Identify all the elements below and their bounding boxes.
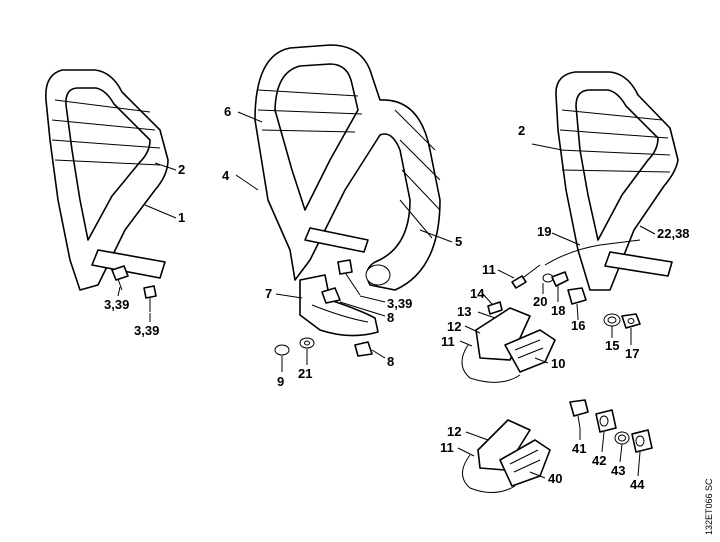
callout-3-39-c: 3,39: [387, 296, 412, 311]
switch-16: [567, 287, 587, 319]
callout-43: 43: [611, 463, 625, 478]
callout-9: 9: [277, 374, 284, 389]
leader-lines: [117, 111, 656, 479]
callout-1: 1: [178, 210, 185, 225]
parts-20-18: [542, 271, 569, 287]
bushing-44: [631, 429, 653, 453]
callout-8-b: 8: [387, 354, 394, 369]
callout-13: 13: [457, 304, 471, 319]
callout-22-38: 22,38: [657, 226, 690, 241]
bracket-7: [299, 274, 379, 337]
reference-code: 132ET066 SC: [704, 478, 714, 535]
ring-43: [614, 431, 630, 445]
washer-15: [603, 313, 621, 327]
cable-11-a: [511, 264, 541, 289]
nut-17: [621, 313, 641, 329]
callout-12-a: 12: [447, 319, 461, 334]
callout-41: 41: [572, 441, 586, 456]
screw-3-39-c: [337, 259, 361, 296]
bushing-42: [595, 409, 617, 433]
callout-4: 4: [222, 168, 230, 183]
cable-19: [544, 239, 641, 266]
screw-3-39-a: [111, 265, 129, 291]
screw-8-b: [354, 341, 373, 357]
callout-5: 5: [455, 234, 462, 249]
callout-42: 42: [592, 453, 606, 468]
callout-11-b: 11: [441, 334, 455, 349]
callout-14: 14: [470, 286, 485, 301]
callout-10: 10: [551, 356, 565, 371]
callout-3-39-a: 3,39: [104, 297, 129, 312]
callout-17: 17: [625, 346, 639, 361]
heater-40: [462, 419, 551, 493]
callout-3-39-b: 3,39: [134, 323, 159, 338]
callout-21: 21: [298, 366, 312, 381]
callout-20: 20: [533, 294, 547, 309]
screw-9: [274, 344, 290, 356]
callout-44: 44: [630, 477, 645, 492]
callout-2-left: 2: [178, 162, 185, 177]
handlebar-left: [45, 69, 169, 291]
callout-15: 15: [605, 338, 619, 353]
callout-6: 6: [224, 104, 231, 119]
callout-8-a: 8: [387, 310, 394, 325]
callout-2-right: 2: [518, 123, 525, 138]
callout-11-c: 11: [440, 440, 454, 455]
bolt-41: [569, 399, 589, 429]
callout-12-b: 12: [447, 424, 461, 439]
callout-40: 40: [548, 471, 562, 486]
handlebar-center: [254, 44, 441, 291]
callout-11-a: 11: [482, 262, 496, 277]
callout-7: 7: [265, 286, 272, 301]
handlebar-right: [555, 71, 679, 291]
callout-18: 18: [551, 303, 565, 318]
callout-16: 16: [571, 318, 585, 333]
pin-14: [487, 301, 503, 315]
heater-10: [461, 307, 556, 383]
screw-3-39-b: [143, 285, 157, 312]
washer-21: [299, 337, 315, 349]
callout-19: 19: [537, 224, 551, 239]
